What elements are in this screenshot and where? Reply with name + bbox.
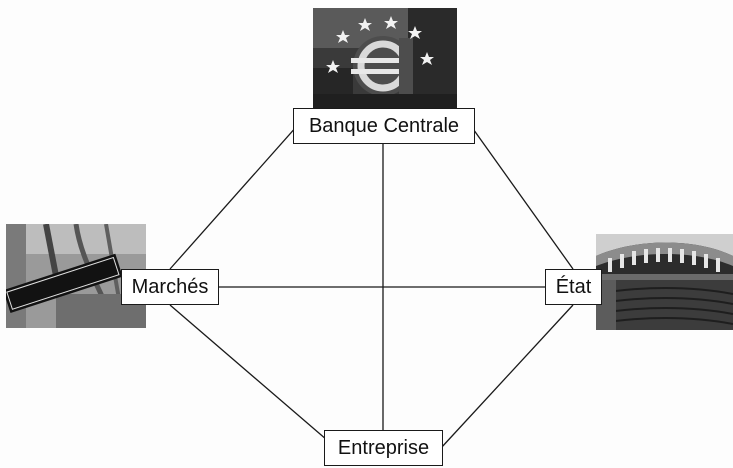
node-enterprise[interactable]: Entreprise — [324, 430, 443, 466]
node-enterprise-label: Entreprise — [337, 436, 430, 459]
node-markets[interactable]: Marchés — [121, 269, 219, 305]
assembly-chamber-photo — [596, 234, 733, 330]
edge-markets-firm — [169, 304, 328, 441]
edge-bank-markets — [169, 125, 298, 270]
edge-state-firm — [440, 304, 574, 449]
edge-bank-state — [470, 125, 574, 270]
node-state[interactable]: État — [545, 269, 602, 305]
node-central-bank[interactable]: Banque Centrale — [293, 108, 475, 144]
node-markets-label: Marchés — [131, 275, 209, 298]
node-central-bank-label: Banque Centrale — [308, 114, 460, 137]
node-state-label: État — [555, 275, 592, 298]
euro-sculpture-photo — [313, 8, 457, 108]
